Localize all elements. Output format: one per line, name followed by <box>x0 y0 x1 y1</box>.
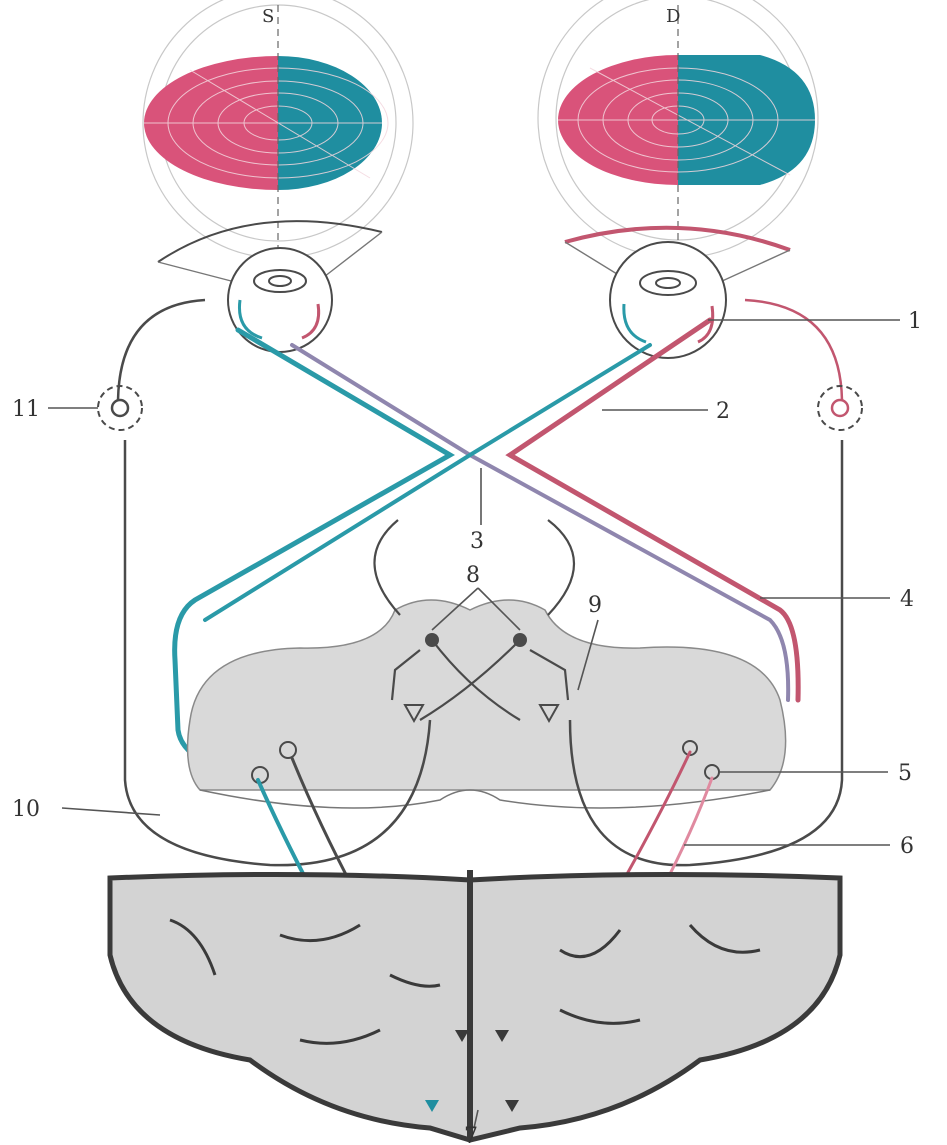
occipital-cortex <box>110 874 840 1140</box>
callout-4: 4 <box>760 587 914 612</box>
svg-text:7: 7 <box>464 1124 478 1145</box>
svg-text:9: 9 <box>588 593 602 618</box>
thalamus-section <box>188 600 786 790</box>
svg-text:4: 4 <box>900 587 914 612</box>
svg-text:6: 6 <box>900 834 914 859</box>
right-eye-label: D <box>666 6 680 27</box>
right-eye <box>565 228 790 358</box>
svg-text:1: 1 <box>908 309 922 334</box>
thalamus-lower-border <box>200 790 770 808</box>
callout-11: 11 <box>12 397 98 422</box>
svg-text:5: 5 <box>898 761 912 786</box>
svg-text:11: 11 <box>12 397 40 422</box>
svg-text:10: 10 <box>12 797 40 822</box>
callout-1: 1 <box>708 309 922 334</box>
svg-text:8: 8 <box>466 563 480 588</box>
svg-text:3: 3 <box>470 529 484 554</box>
svg-text:2: 2 <box>716 399 730 424</box>
callout-3: 3 <box>470 468 484 554</box>
callout-10: 10 <box>12 797 160 822</box>
left-eye-label: S <box>262 6 274 27</box>
callout-6: 6 <box>684 834 914 859</box>
callout-2: 2 <box>602 399 730 424</box>
